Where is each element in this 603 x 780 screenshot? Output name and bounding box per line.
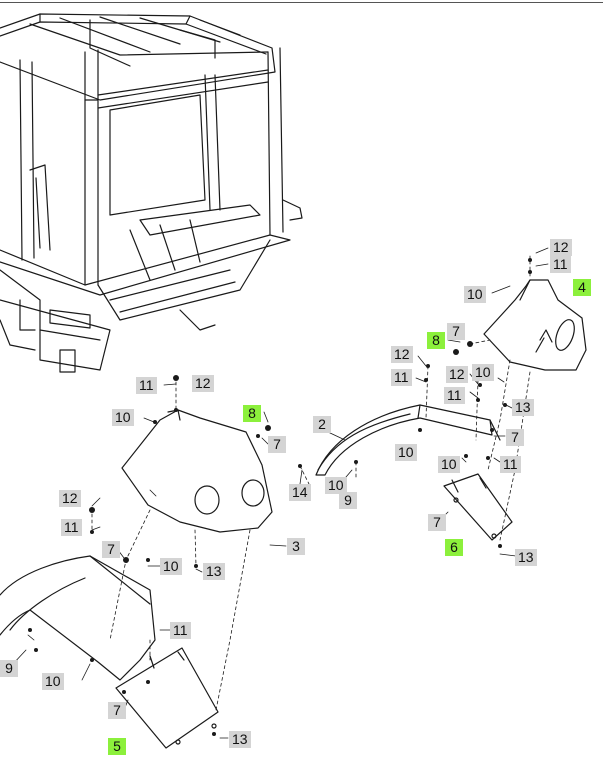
- callout-2[interactable]: 2: [313, 416, 331, 433]
- cab-frame-drawing: [0, 13, 303, 373]
- callout-10[interactable]: 10: [112, 409, 134, 426]
- callout-10[interactable]: 10: [42, 673, 64, 690]
- callout-12[interactable]: 12: [59, 490, 81, 507]
- left-mudguard-drawing: [0, 555, 156, 681]
- callout-leaders: [11, 247, 549, 739]
- callout-11[interactable]: 11: [391, 369, 412, 386]
- callout-10[interactable]: 10: [395, 444, 417, 461]
- callout-7[interactable]: 7: [102, 541, 120, 558]
- callout-8[interactable]: 8: [243, 405, 261, 422]
- callout-11[interactable]: 11: [550, 256, 571, 273]
- callout-10[interactable]: 10: [325, 477, 347, 494]
- callout-11[interactable]: 11: [61, 519, 82, 536]
- callout-10[interactable]: 10: [160, 558, 182, 575]
- callout-7[interactable]: 7: [506, 429, 524, 446]
- callout-7[interactable]: 7: [108, 702, 126, 719]
- callout-5[interactable]: 5: [108, 738, 126, 755]
- part-5-drawing: [115, 647, 219, 749]
- callout-3[interactable]: 3: [287, 538, 305, 555]
- callout-6[interactable]: 6: [445, 539, 463, 556]
- part-2-drawing: [315, 404, 501, 476]
- callout-12[interactable]: 12: [192, 375, 214, 392]
- callout-8[interactable]: 8: [427, 332, 445, 349]
- callout-10[interactable]: 10: [464, 286, 486, 303]
- top-border: [0, 2, 603, 3]
- callout-4[interactable]: 4: [573, 279, 591, 296]
- callout-11[interactable]: 11: [170, 622, 191, 639]
- callout-14[interactable]: 14: [289, 484, 311, 501]
- callout-7[interactable]: 7: [268, 436, 286, 453]
- callout-12[interactable]: 12: [391, 346, 413, 363]
- callout-7[interactable]: 7: [428, 514, 446, 531]
- callout-9[interactable]: 9: [339, 492, 357, 509]
- callout-12[interactable]: 12: [550, 239, 572, 256]
- callout-13[interactable]: 13: [512, 399, 534, 416]
- callout-11[interactable]: 11: [444, 387, 465, 404]
- callout-13[interactable]: 13: [515, 549, 537, 566]
- callout-10[interactable]: 10: [472, 364, 494, 381]
- part-3-drawing: [121, 409, 273, 533]
- callout-9[interactable]: 9: [0, 660, 18, 677]
- callout-11[interactable]: 11: [136, 377, 157, 394]
- callout-12[interactable]: 12: [446, 366, 468, 383]
- callout-13[interactable]: 13: [203, 563, 225, 580]
- callout-13[interactable]: 13: [229, 731, 251, 748]
- callout-11[interactable]: 11: [500, 456, 521, 473]
- part-6-drawing: [443, 473, 513, 541]
- callout-7[interactable]: 7: [447, 323, 465, 340]
- callout-10[interactable]: 10: [438, 456, 460, 473]
- part-4-drawing: [483, 279, 587, 371]
